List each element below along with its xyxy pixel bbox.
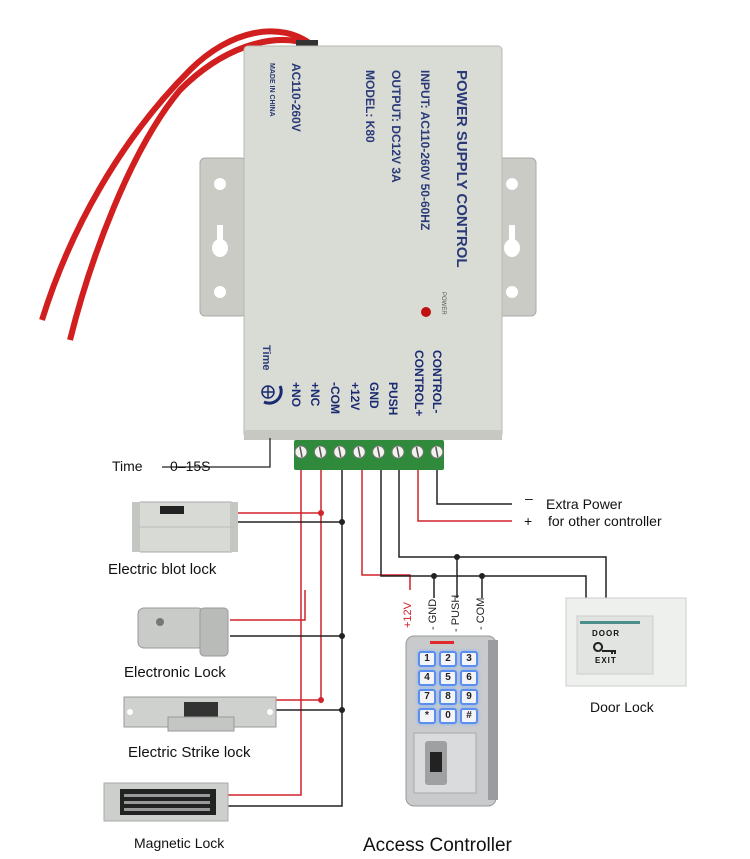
electronic-lock-image xyxy=(137,607,229,657)
terminal-label-push: PUSH xyxy=(386,382,400,416)
wire-com xyxy=(226,470,343,807)
time-note-label: Time xyxy=(112,458,143,474)
bolt-lock-label: Electric blot lock xyxy=(108,561,217,578)
strike-lock-label: Electric Strike lock xyxy=(128,744,251,761)
wire-12v xyxy=(361,470,411,590)
time-knob-label: Time xyxy=(260,345,272,371)
wire-gnd xyxy=(380,470,587,598)
power-led-icon xyxy=(421,307,431,317)
extra-power-minus: – xyxy=(525,490,533,506)
time-note-range: 0–15S xyxy=(170,458,211,474)
controller-wire-com: - COM xyxy=(475,597,487,630)
psu-bottom-edge xyxy=(244,430,502,440)
terminal-label-nc: +NC xyxy=(308,382,322,407)
keypad-key[interactable]: 9 xyxy=(460,689,478,705)
mains-wire-2 xyxy=(67,37,314,341)
wire-no-electronic xyxy=(230,590,306,621)
terminal-label-control-plus: CONTROL+ xyxy=(412,350,426,417)
extra-power-line1: Extra Power xyxy=(546,496,623,512)
terminal-label-control-minus: CONTROL- xyxy=(430,350,444,414)
exit-button-exit-text: EXIT xyxy=(595,656,617,665)
terminal-label-com: -COM xyxy=(328,382,342,414)
psu-heading: POWER SUPPLY CONTROL xyxy=(453,70,470,268)
cable-grommet xyxy=(296,40,318,50)
keypad-key[interactable]: 7 xyxy=(418,689,436,705)
time-pointer-line xyxy=(162,438,271,468)
screw-slot xyxy=(299,446,303,458)
screw-slot xyxy=(318,446,323,458)
door-exit-button-image[interactable] xyxy=(565,597,687,687)
controller-wire-push: - PUSH xyxy=(450,594,462,632)
terminal-block xyxy=(294,440,444,470)
keypad-key[interactable]: 8 xyxy=(439,689,457,705)
psu-origin: MADE IN CHINA xyxy=(268,63,275,117)
magnetic-lock-label: Magnetic Lock xyxy=(134,835,225,851)
wire-control-minus xyxy=(436,470,512,505)
extra-power-line2: for other controller xyxy=(548,513,662,529)
left-mount-bracket xyxy=(199,157,247,317)
electric-strike-lock-image xyxy=(123,696,277,732)
electronic-lock-label: Electronic Lock xyxy=(124,664,226,681)
power-led-label: POWER xyxy=(440,292,446,315)
keypad-key[interactable]: 0 xyxy=(439,708,457,724)
keypad-key[interactable]: 1 xyxy=(418,651,436,667)
keypad-key[interactable]: 2 xyxy=(439,651,457,667)
access-controller-label: Access Controller xyxy=(363,835,512,856)
psu-input-spec: INPUT: AC110-260V 50-60HZ xyxy=(418,70,432,231)
terminal-label-12v: +12V xyxy=(348,382,362,411)
controller-wire-12v: +12V xyxy=(402,602,414,628)
terminal-label-no: +NO xyxy=(289,382,303,408)
psu-output-spec: OUTPUT: DC12V 3A xyxy=(389,70,403,183)
screw-slot xyxy=(376,446,381,458)
wire-control-plus xyxy=(417,470,512,522)
screw-slot xyxy=(435,446,439,458)
psu-model: MODEL: K80 xyxy=(363,70,377,143)
mains-wire-1 xyxy=(39,28,314,321)
controller-wire-gnd: - GND xyxy=(427,598,439,630)
psu-voltage: AC110-260V xyxy=(289,63,303,132)
terminal-label-gnd: GND xyxy=(367,382,381,409)
screw-slot xyxy=(415,446,420,458)
door-lock-label: Door Lock xyxy=(590,699,654,715)
screw-slot xyxy=(396,446,400,458)
keypad-key[interactable]: 4 xyxy=(418,670,436,686)
exit-button-door-text: DOOR xyxy=(592,629,620,638)
screw-slot xyxy=(338,446,342,458)
extra-power-plus: + xyxy=(524,513,533,529)
electric-bolt-lock-image xyxy=(132,501,238,553)
keypad-key[interactable]: 5 xyxy=(439,670,457,686)
keypad-key[interactable]: * xyxy=(418,708,436,724)
wire-push xyxy=(398,470,607,598)
keypad-key[interactable]: 3 xyxy=(460,651,478,667)
keypad-key[interactable]: # xyxy=(460,708,478,724)
wire-no xyxy=(226,470,302,796)
screw-slot xyxy=(357,446,361,458)
keypad-key[interactable]: 6 xyxy=(460,670,478,686)
magnetic-lock-image xyxy=(103,782,229,822)
